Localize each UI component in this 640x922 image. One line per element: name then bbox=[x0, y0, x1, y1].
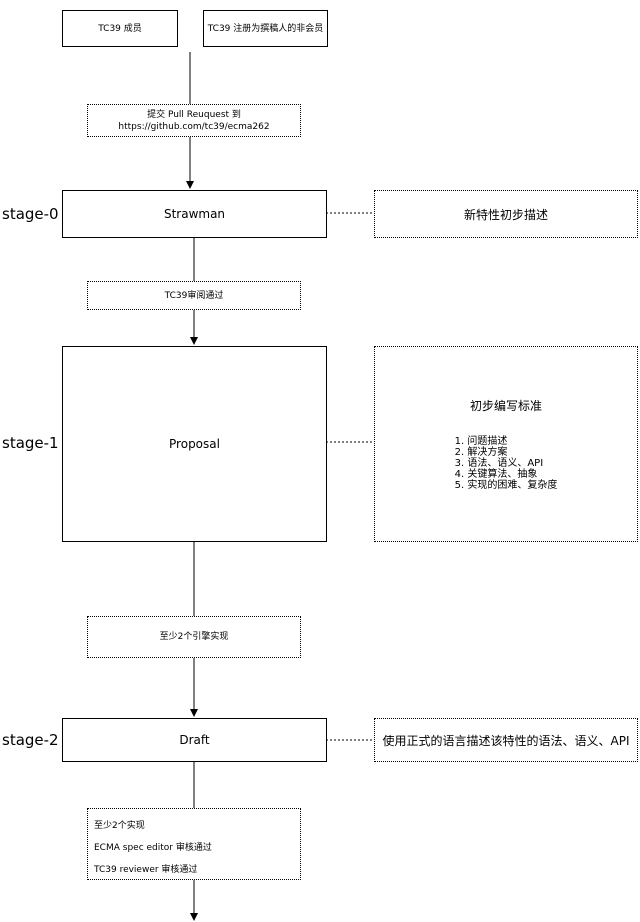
requirement-item: ECMA spec editor 审核通过 bbox=[94, 843, 212, 853]
strawman-note: 新特性初步描述 bbox=[463, 207, 548, 222]
list-item: 5. 实现的困难、复杂度 bbox=[454, 480, 558, 491]
stage-0-label: stage-0 bbox=[2, 205, 59, 223]
tc39-members-label: TC39 成员 bbox=[98, 23, 142, 34]
tc39-review-label: TC39审阅通过 bbox=[164, 290, 224, 301]
tc39-non-members-label: TC39 注册为撰稿人的非会员 bbox=[207, 23, 324, 34]
stage-2-label: stage-2 bbox=[2, 731, 59, 749]
tc39-non-members-box: TC39 注册为撰稿人的非会员 bbox=[203, 10, 328, 47]
strawman-box: Strawman bbox=[62, 190, 327, 238]
submit-pr-box: 提交 Pull Reuquest 到 https://github.com/tc… bbox=[87, 104, 301, 137]
draft-label: Draft bbox=[179, 733, 210, 747]
requirement-item: TC39 reviewer 审核通过 bbox=[94, 865, 198, 875]
tc39-members-box: TC39 成员 bbox=[62, 10, 178, 47]
draft-note-box: 使用正式的语言描述该特性的语法、语义、API bbox=[374, 718, 638, 762]
tc39-review-box: TC39审阅通过 bbox=[87, 281, 301, 310]
two-engines-label: 至少2个引擎实现 bbox=[159, 632, 229, 642]
strawman-note-box: 新特性初步描述 bbox=[374, 190, 638, 238]
proposal-note-title: 初步编写标准 bbox=[469, 399, 542, 413]
submit-pr-line1: 提交 Pull Reuquest 到 bbox=[147, 109, 241, 120]
requirement-item: 至少2个实现 bbox=[94, 821, 145, 831]
list-item: 2. 解决方案 bbox=[454, 447, 508, 458]
proposal-label: Proposal bbox=[169, 437, 220, 451]
proposal-note-box: 初步编写标准 1. 问题描述 2. 解决方案 3. 语法、语义、API 4. 关… bbox=[374, 346, 638, 542]
draft-box: Draft bbox=[62, 718, 327, 762]
list-item: 4. 关键算法、抽象 bbox=[454, 469, 538, 480]
proposal-box: Proposal bbox=[62, 346, 327, 542]
list-item: 1. 问题描述 bbox=[454, 436, 508, 447]
list-item: 3. 语法、语义、API bbox=[454, 458, 544, 469]
proposal-note-list: 1. 问题描述 2. 解决方案 3. 语法、语义、API 4. 关键算法、抽象 … bbox=[455, 436, 558, 491]
requirements-box: 至少2个实现 ECMA spec editor 审核通过 TC39 review… bbox=[87, 808, 301, 880]
stage-1-label: stage-1 bbox=[2, 434, 59, 452]
submit-pr-line2: https://github.com/tc39/ecma262 bbox=[118, 121, 270, 132]
draft-note: 使用正式的语言描述该特性的语法、语义、API bbox=[382, 733, 630, 748]
strawman-label: Strawman bbox=[163, 207, 226, 221]
two-engines-box: 至少2个引擎实现 bbox=[87, 616, 301, 658]
